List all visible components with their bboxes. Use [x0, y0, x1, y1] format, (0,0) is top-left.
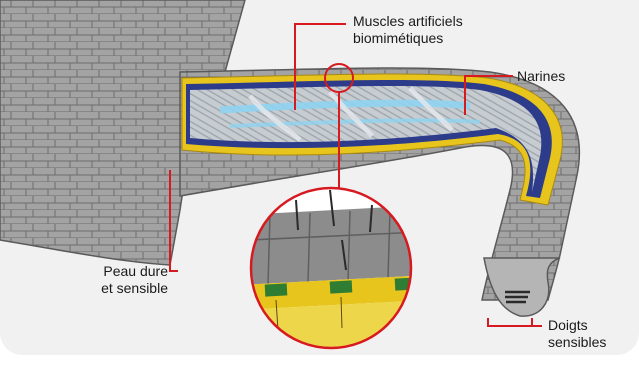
label-doigts: Doigts sensibles — [548, 317, 606, 351]
diagram-panel: Muscles artificiels biomimétiques Narine… — [0, 0, 639, 355]
label-muscles: Muscles artificiels biomimétiques — [353, 13, 463, 47]
leader-doigts — [488, 318, 542, 326]
label-doigts-line1: Doigts — [548, 317, 606, 334]
label-muscles-line1: Muscles artificiels — [353, 13, 463, 30]
label-muscles-line2: biomimétiques — [353, 30, 463, 47]
label-peau-line1: Peau dure — [80, 263, 168, 280]
trunk-illustration — [0, 0, 639, 355]
label-peau: Peau dure et sensible — [80, 263, 168, 297]
label-peau-line2: et sensible — [80, 280, 168, 297]
magnified-inset — [240, 180, 430, 355]
label-doigts-line2: sensibles — [548, 334, 606, 351]
label-narines: Narines — [517, 68, 565, 85]
trunk-tip — [484, 258, 560, 316]
